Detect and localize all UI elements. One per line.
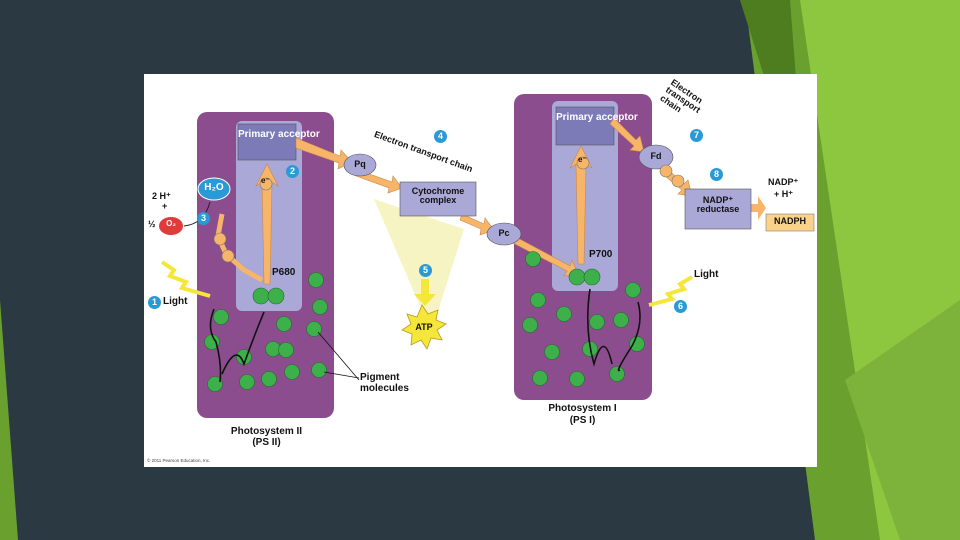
h2o-oval [197,177,231,201]
pigment-pointer [317,331,360,381]
nadp-reductase-label: NADP⁺ reductase [696,195,740,215]
diagram-panel: Primary acceptor Primary acceptor P680 P… [144,74,817,467]
copyright-text: © 2011 Pearson Education, Inc. [147,458,211,463]
step-4-badge: 4 [434,130,447,143]
energy-transfer-psii [209,308,265,383]
p680-label: P680 [272,267,296,278]
o2-oval [159,217,183,235]
light-bolt-psii [160,260,211,298]
fd-carrier [638,144,674,170]
energy-transfer-psi [586,288,641,372]
electron-psii-1 [213,232,227,246]
nadph-label: NADPH [773,216,806,226]
plus-label: + [162,201,168,211]
two-h-label: 2 H⁺ [152,191,171,201]
psii-primary-acceptor-label: Primary acceptor [238,129,320,140]
cytochrome-complex-box [399,181,477,217]
psii-acceptor-box [237,123,297,161]
nadp-to-nadph-arrow [750,196,766,220]
pq-carrier [343,153,377,177]
nadp-in-label: NADP⁺ [768,177,799,187]
electron-label-psii: e⁻ [261,176,270,185]
pq-to-cytochrome-arrow [355,169,403,194]
nadp-in-h-label: + H⁺ [774,189,794,199]
electron-psii-2 [221,249,235,263]
step-8-badge: 8 [710,168,723,181]
psi-primary-acceptor-label: Primary acceptor [556,112,638,123]
cytochrome-label: Cytochrome complex [411,186,465,206]
pc-label: Pc [498,228,510,238]
pigment-label: Pigment molecules [360,372,409,394]
h2o-label: H₂O [204,182,224,193]
psi-name: Photosystem I [548,403,617,414]
atp-light-cone [374,199,464,324]
step-5-badge: 5 [419,264,432,277]
photosynthesis-diagram [159,94,815,418]
nadph-box [765,213,815,232]
atp-label: ATP [415,322,433,332]
electron-psii-3 [259,177,273,191]
half-label: ½ [148,219,156,229]
step-7-badge: 7 [690,129,703,142]
atp-star [401,304,447,350]
step-2-badge: 2 [286,165,299,178]
step-6-badge: 6 [674,300,687,313]
p700-label: P700 [589,249,613,260]
electron-fd-2 [671,174,685,188]
psi-up-arrow [569,145,593,265]
psii-abbr: (PS II) [252,437,281,448]
pq-label: Pq [354,159,366,169]
pc-carrier [486,222,522,246]
psii-name: Photosystem II [230,426,303,437]
light-label-psii: Light [163,296,188,307]
electron-label-psi: e⁻ [578,155,587,164]
psi-to-fd-arrow [609,117,645,153]
step-3-badge: 3 [197,212,210,225]
fd-label: Fd [650,151,662,161]
light-label-psi: Light [694,269,719,280]
light-bolt-psi [648,275,694,307]
o2-label: O₂ [166,219,176,228]
electron-fd-1 [659,164,673,178]
psi-abbr: (PS I) [569,415,596,426]
pigment-molecules-psii [204,272,328,392]
atp-arrow [414,279,436,306]
nadp-reductase-box [684,188,752,230]
pigment-molecules-psi [522,251,645,387]
step-1-badge: 1 [148,296,161,309]
electron-psi-1 [576,156,590,170]
